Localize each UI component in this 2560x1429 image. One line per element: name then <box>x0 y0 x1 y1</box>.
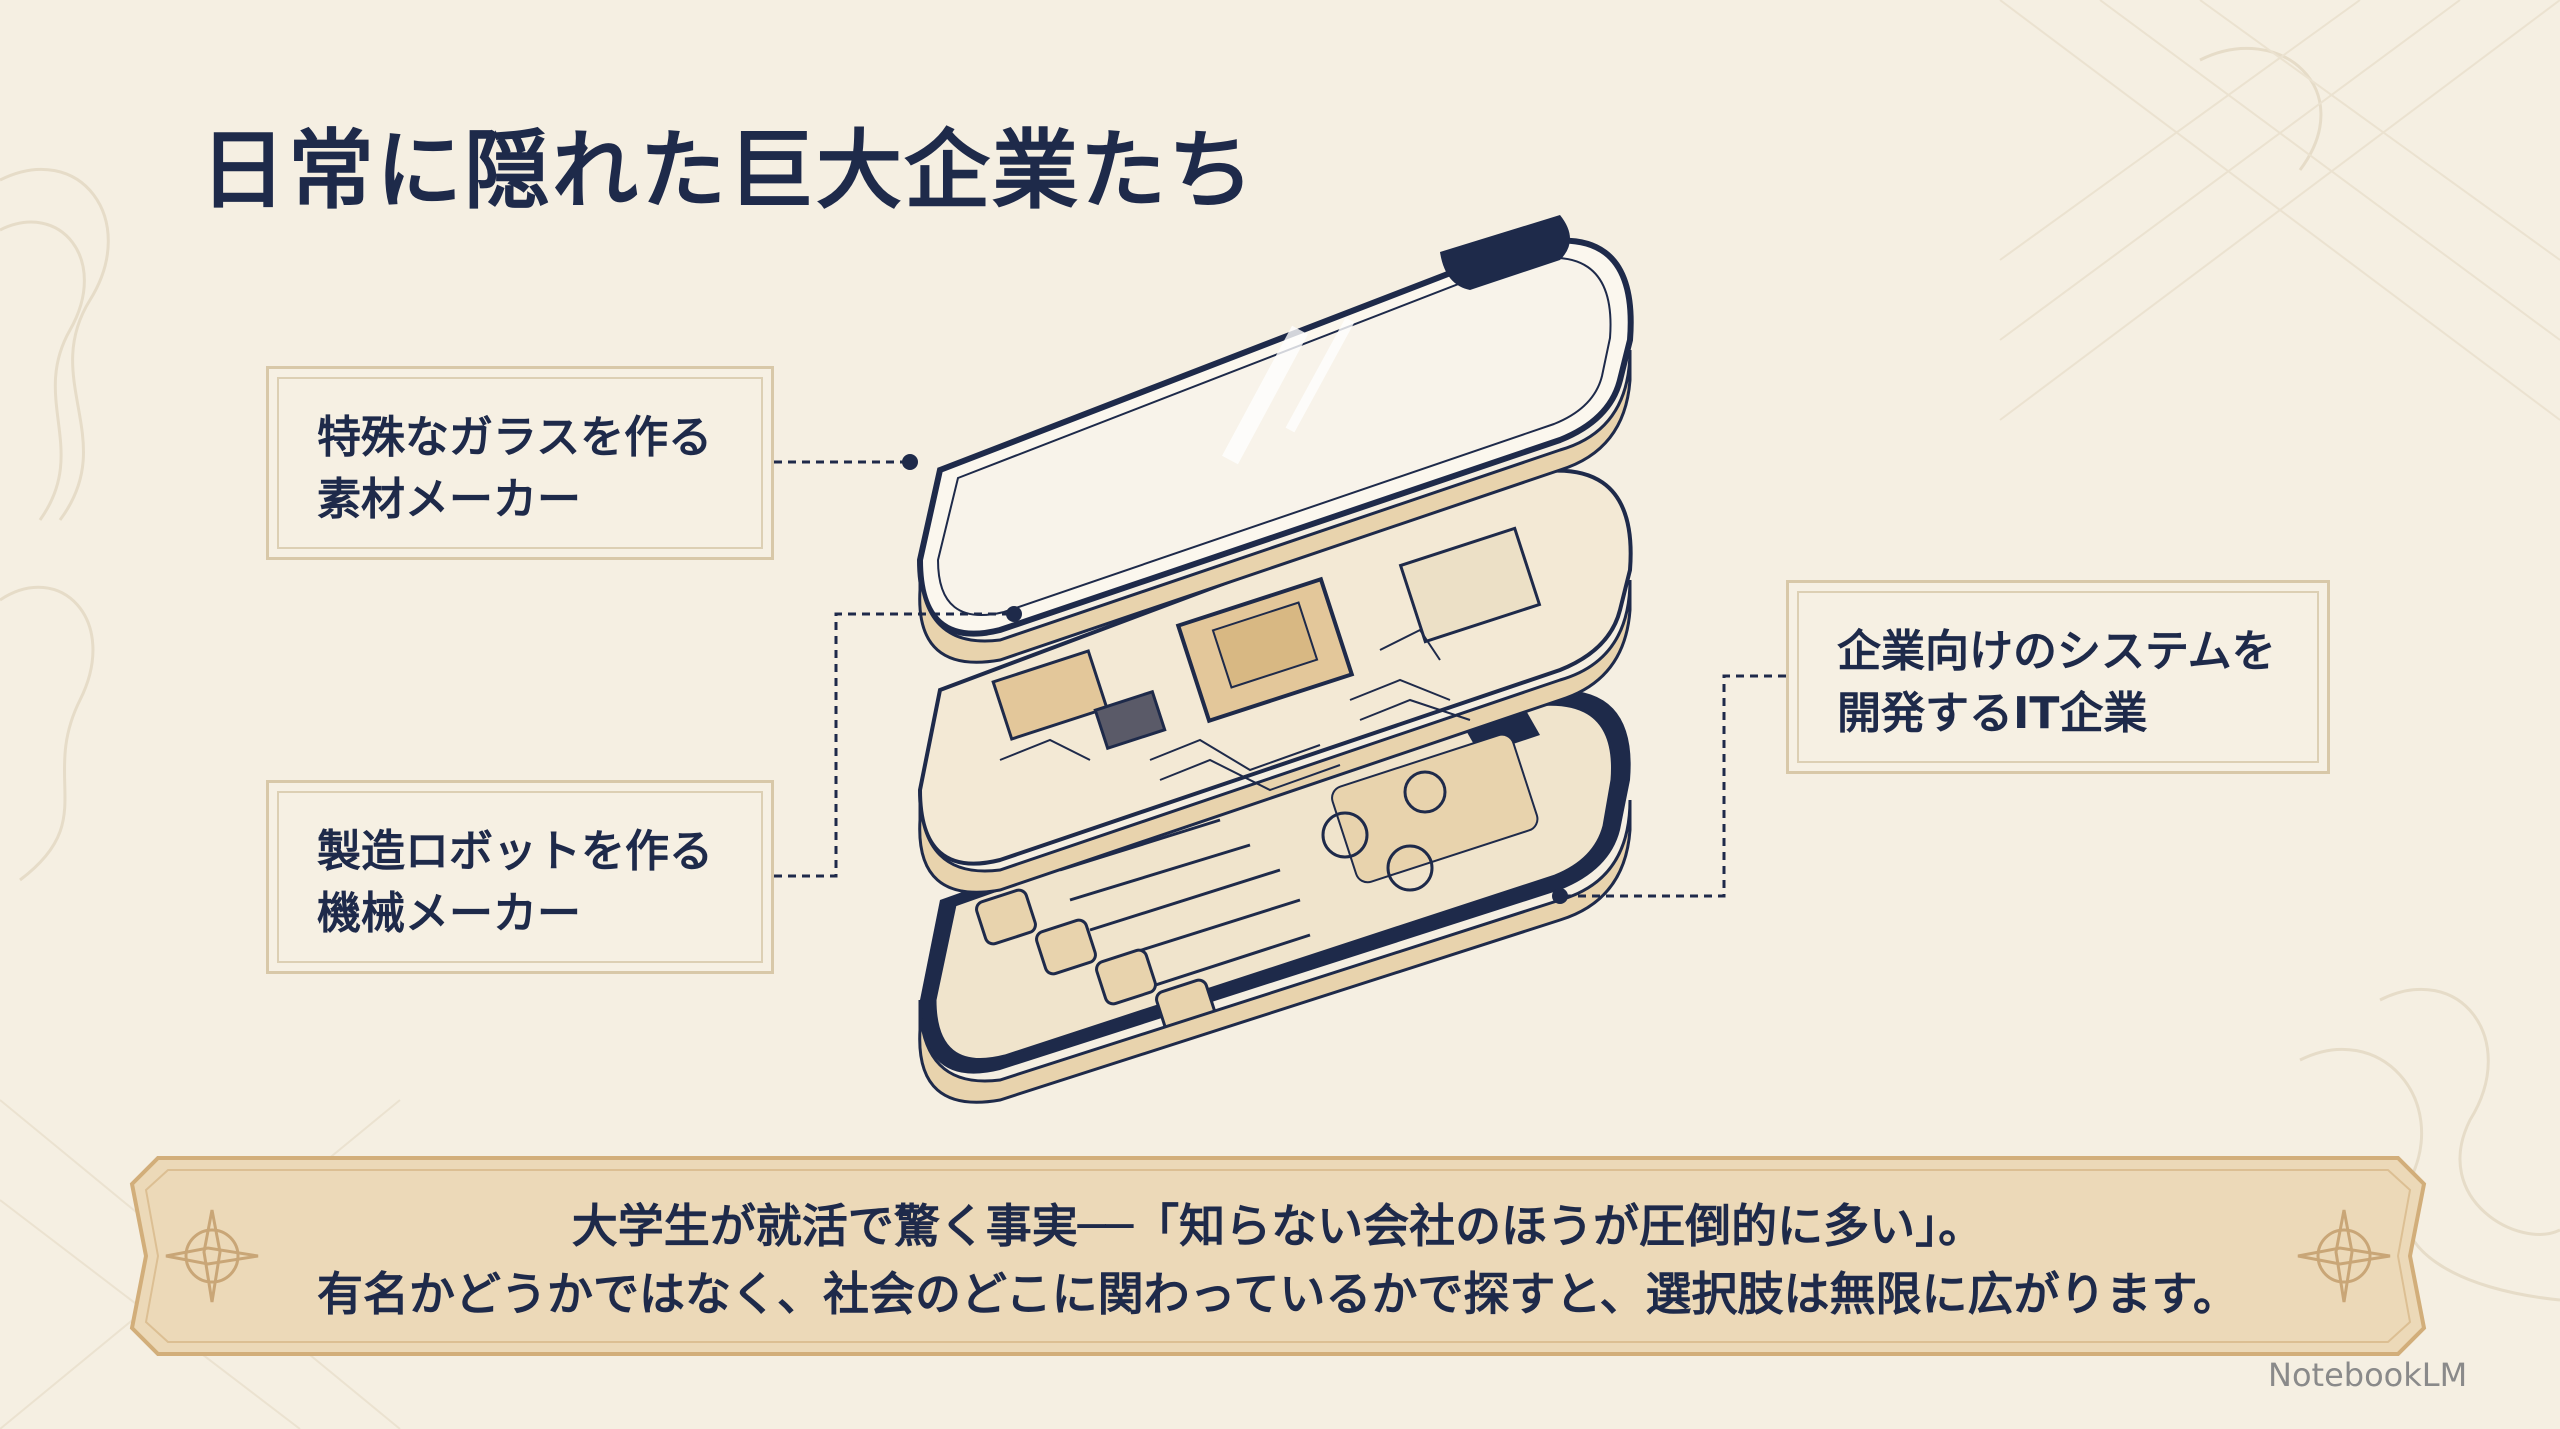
callout-glass-line1: 特殊なガラスを作る <box>317 412 713 463</box>
footer-line1: 大学生が就活で驚く事実──「知らない会社のほうが圧倒的に多い」。 <box>571 1199 1985 1253</box>
callout-robot-manufacturer: 製造ロボットを作る 機械メーカー <box>266 780 774 974</box>
circuit-board-layer <box>917 468 1633 894</box>
callout-robot-line2: 機械メーカー <box>317 888 581 939</box>
compass-icon <box>165 1209 259 1303</box>
callout-it-line2: 開発するIT企業 <box>1837 688 2148 739</box>
callout-robot-line1: 製造ロボットを作る <box>317 826 713 877</box>
compass-icon <box>2297 1209 2391 1303</box>
footer-message: 大学生が就活で驚く事実──「知らない会社のほうが圧倒的に多い」。 有名かどうかで… <box>128 1170 2428 1350</box>
footer-line2: 有名かどうかではなく、社会のどこに関わっているかで探すと、選択肢は無限に広がりま… <box>317 1267 2239 1321</box>
glass-layer <box>916 215 1634 664</box>
callout-it-company: 企業向けのシステムを 開発するIT企業 <box>1786 580 2330 774</box>
footer-banner <box>129 1156 2427 1356</box>
brand-watermark: NotebookLM <box>2268 1356 2468 1394</box>
callout-glass-manufacturer: 特殊なガラスを作る 素材メーカー <box>266 366 774 560</box>
callout-it-line1: 企業向けのシステムを <box>1837 626 2276 677</box>
phone-screen-layer <box>918 690 1632 1104</box>
callout-glass-line2: 素材メーカー <box>317 474 581 525</box>
page-title: 日常に隠れた巨大企業たち <box>200 121 1256 221</box>
